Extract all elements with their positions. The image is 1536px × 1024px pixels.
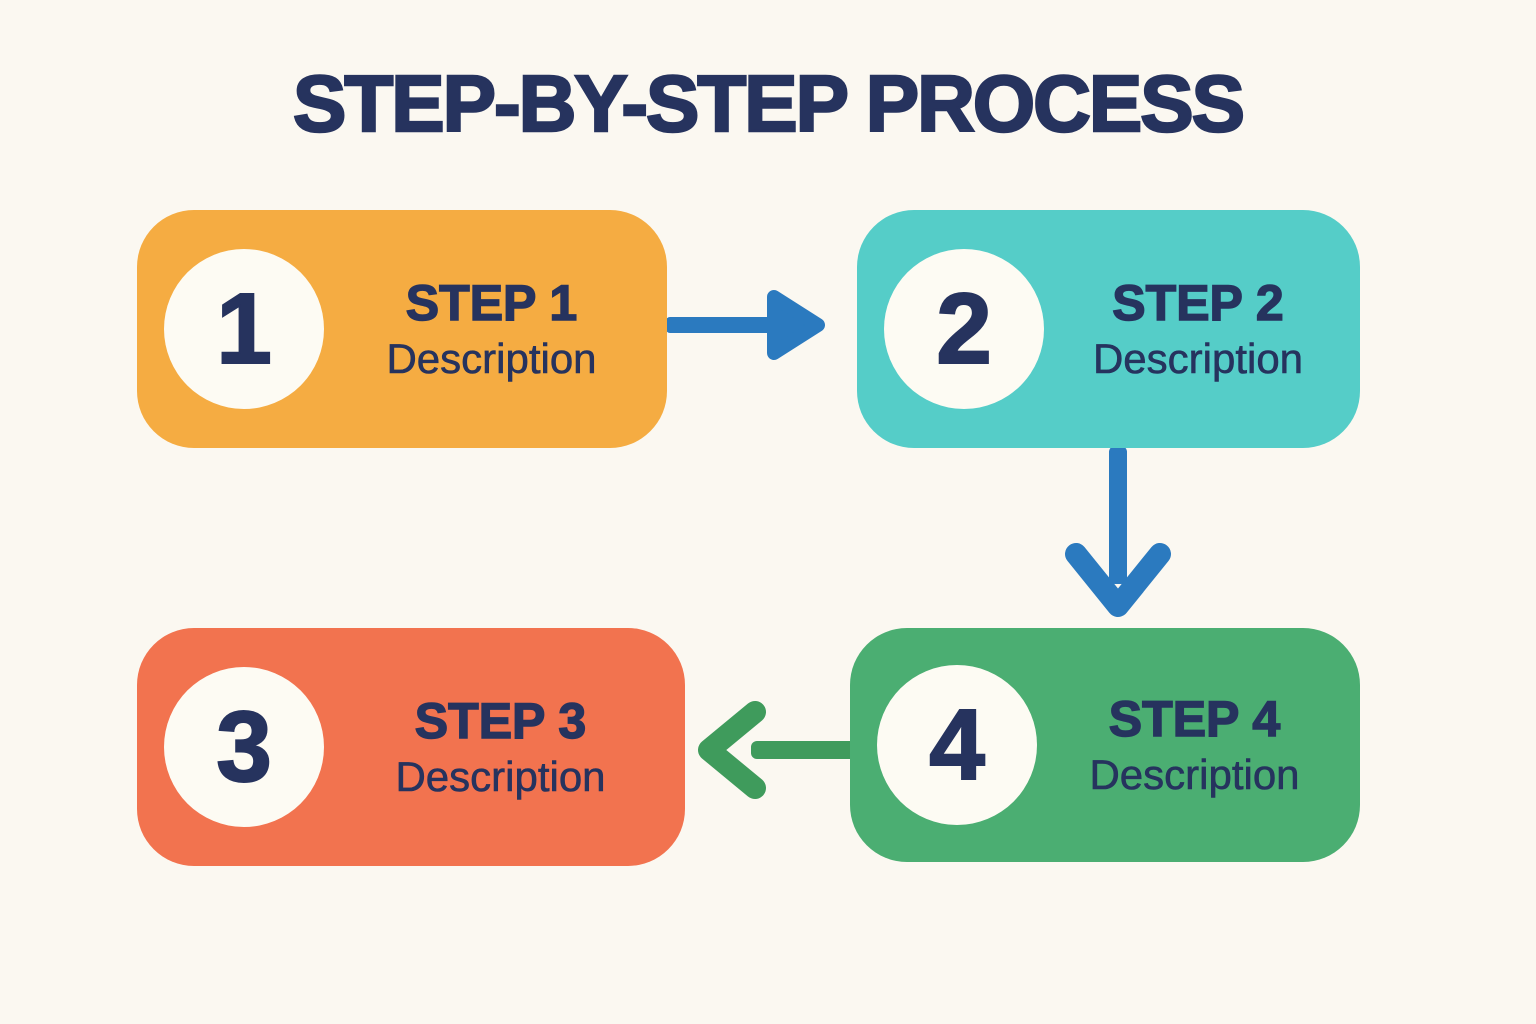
step-1-label: STEP 1 (405, 275, 578, 331)
arrow-left-icon (698, 701, 868, 799)
arrow-down-head (1065, 543, 1171, 617)
arrow-left-head (698, 701, 766, 799)
step-4-label: STEP 4 (1108, 691, 1281, 747)
step-4-texts: STEP 4 Description (1037, 691, 1360, 798)
arrow-down-icon (1065, 446, 1171, 617)
step-2-number-circle: 2 (884, 249, 1044, 409)
step-card-2: 2 STEP 2 Description (857, 210, 1360, 448)
step-4-number-circle: 4 (877, 665, 1037, 825)
step-card-1: 1 STEP 1 Description (137, 210, 667, 448)
step-card-4: 4 STEP 4 Description (850, 628, 1360, 862)
step-1-number: 1 (215, 273, 273, 385)
arrow-right-head (767, 290, 825, 360)
arrow-left-shaft (751, 741, 868, 759)
step-2-number: 2 (935, 273, 993, 385)
step-4-number: 4 (928, 689, 986, 801)
step-1-description: Description (386, 335, 597, 382)
step-1-texts: STEP 1 Description (324, 275, 667, 382)
step-3-texts: STEP 3 Description (324, 693, 685, 800)
step-2-label: STEP 2 (1112, 275, 1285, 331)
step-2-texts: STEP 2 Description (1044, 275, 1360, 382)
arrow-right-icon (666, 290, 825, 360)
step-1-number-circle: 1 (164, 249, 324, 409)
step-2-description: Description (1092, 335, 1304, 382)
arrow-down-shaft (1109, 446, 1127, 584)
step-3-label: STEP 3 (414, 693, 587, 749)
step-card-3: 3 STEP 3 Description (137, 628, 685, 866)
arrow-right-shaft (666, 317, 778, 333)
step-3-number-circle: 3 (164, 667, 324, 827)
step-3-number: 3 (215, 691, 273, 803)
page-title: STEP-BY-STEP PROCESS (292, 58, 1246, 150)
step-4-description: Description (1089, 751, 1300, 798)
step-3-description: Description (395, 753, 606, 800)
